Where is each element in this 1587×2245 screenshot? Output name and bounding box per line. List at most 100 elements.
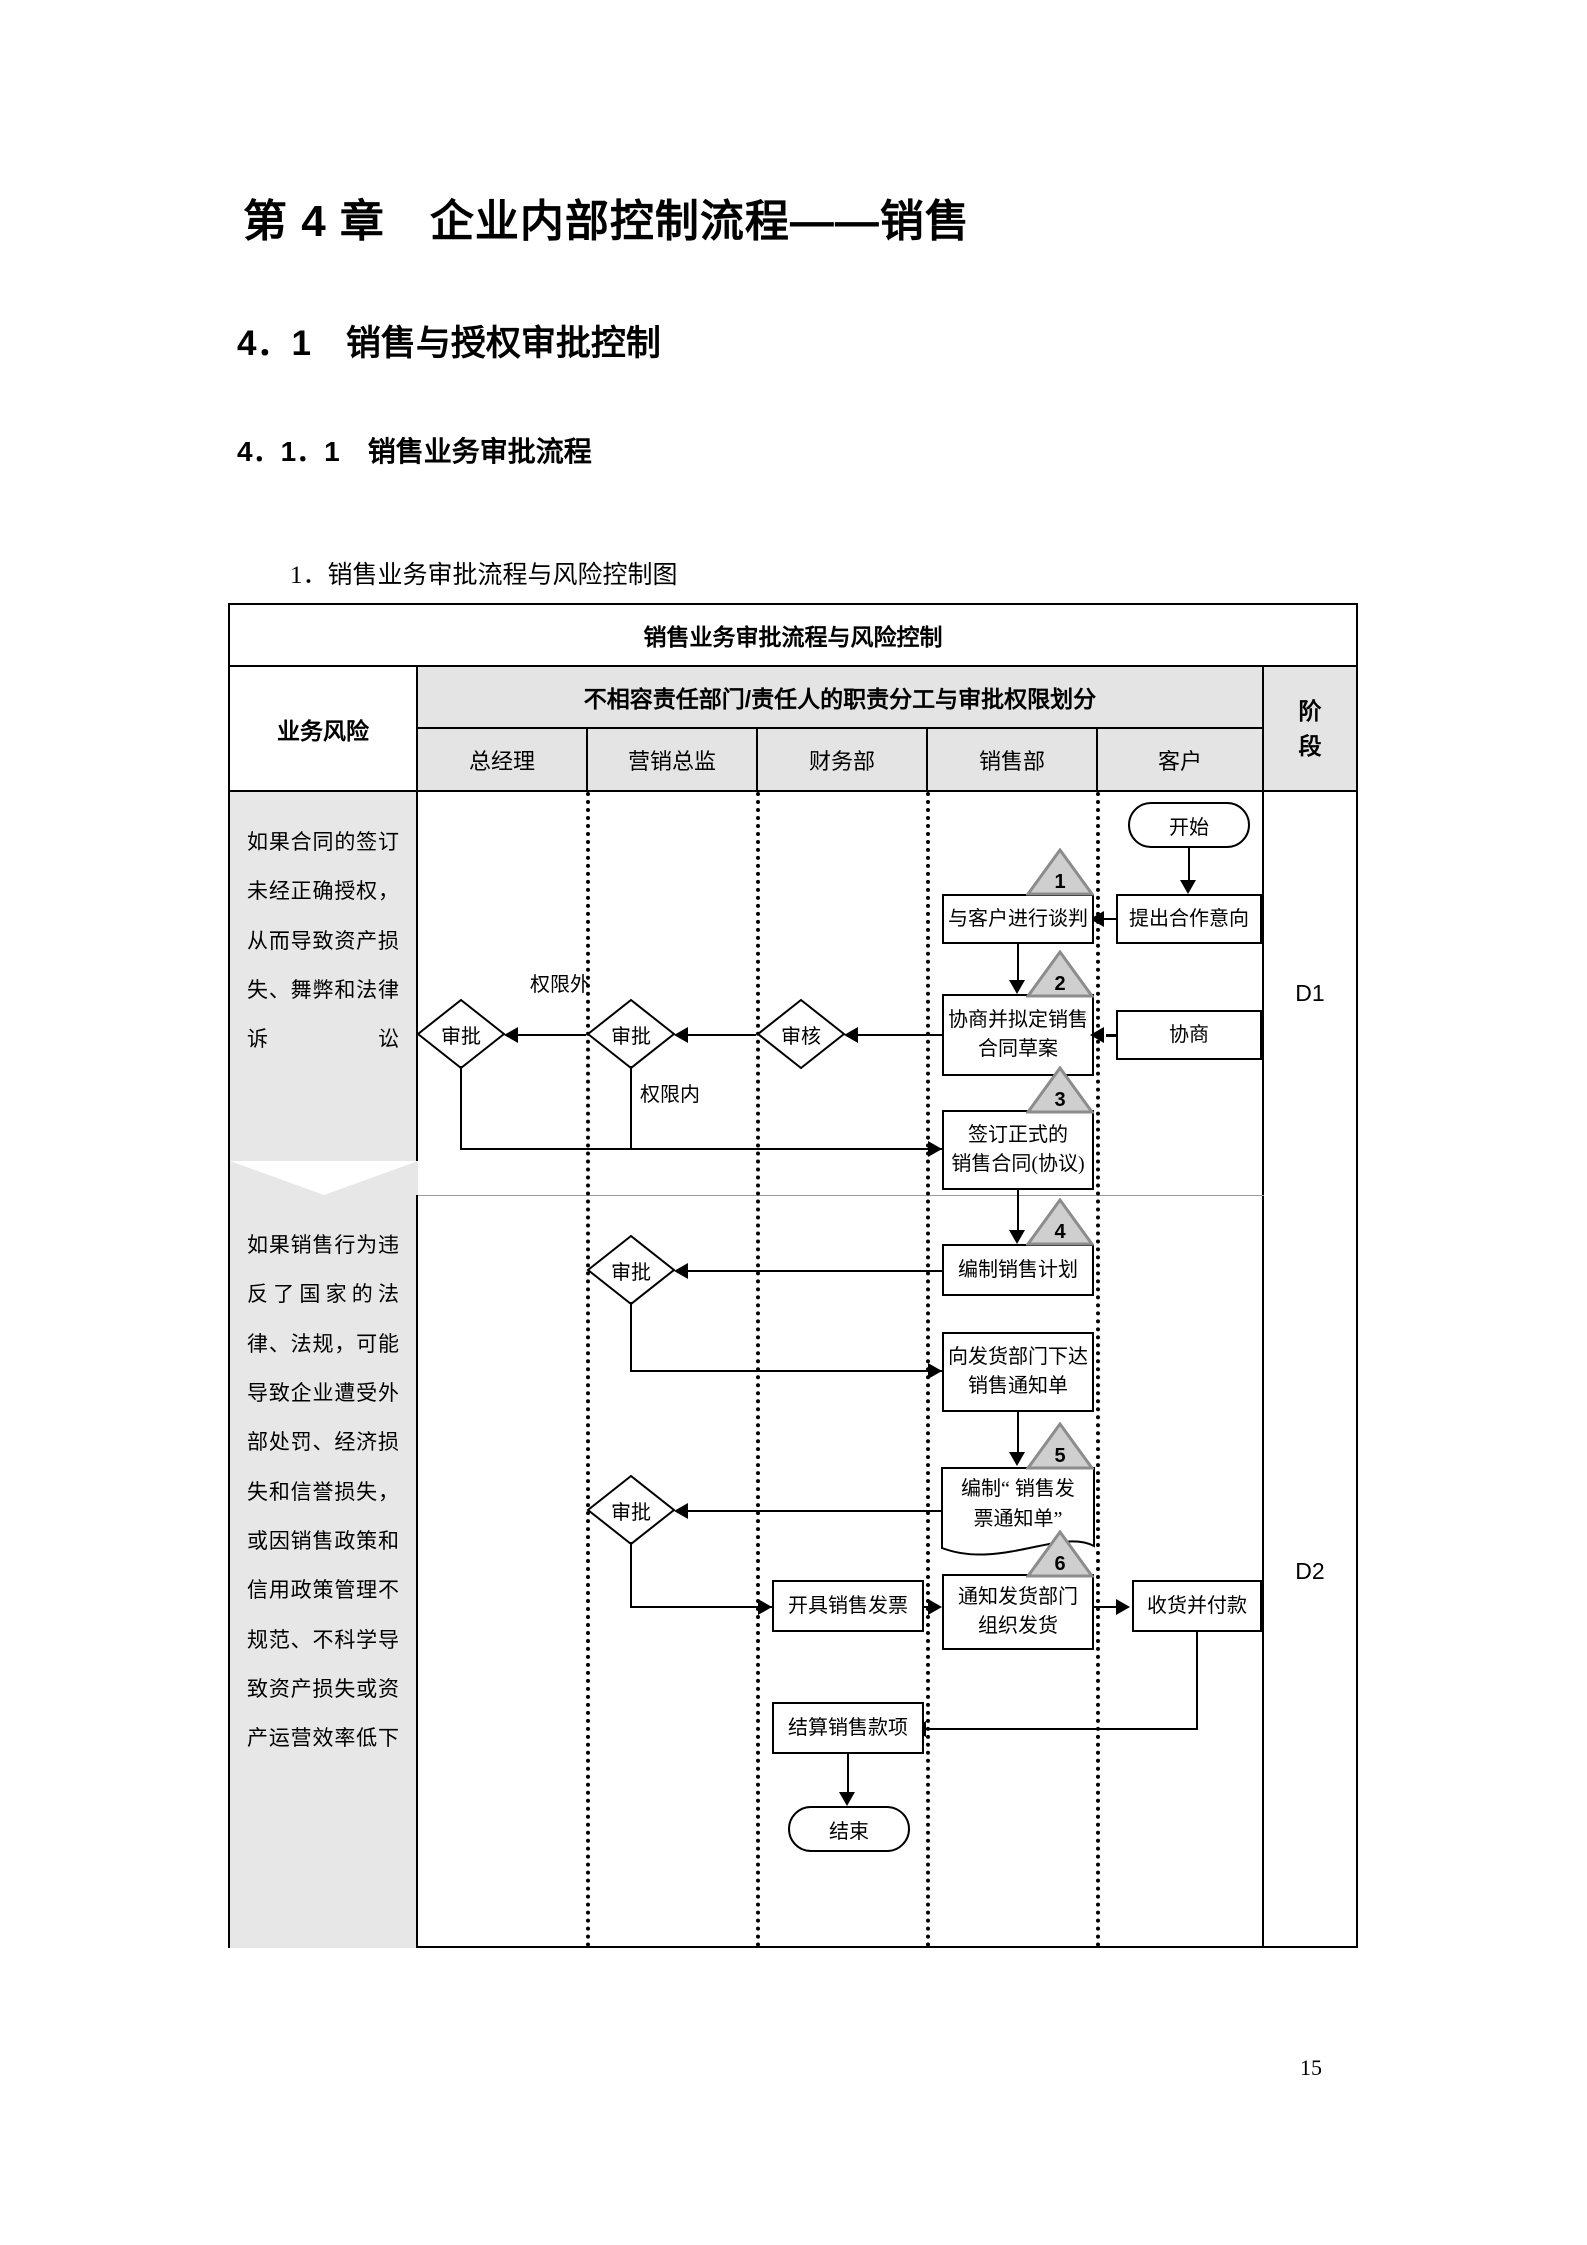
lane-divider-1 <box>586 792 590 1948</box>
stage-row-divider <box>418 1195 1264 1196</box>
arrow-draft-to-finance-review <box>844 1027 858 1043</box>
node-shipping-notice-line1: 向发货部门下达 <box>948 1346 1088 1368</box>
node-notify-ship-line1: 通知发货部门 <box>958 1586 1078 1608</box>
arrow-sign-to-plan <box>1009 1230 1025 1244</box>
risk-marker-5: 5 <box>1025 1421 1095 1470</box>
chapter-heading: 第 4 章 企业内部控制流程——销售 <box>243 197 970 246</box>
node-marketing-approve: 审批 <box>586 998 676 1070</box>
node-consult: 协商 <box>1116 1010 1262 1060</box>
node-finance-review: 审核 <box>756 998 846 1070</box>
edge-draft-to-finance-review <box>858 1034 942 1036</box>
node-draft-sales-contract: 协商并拟定销售 合同草案 <box>942 994 1094 1076</box>
lane-divider-4 <box>1096 792 1100 1948</box>
arrow-approve-invoice-to-issue <box>758 1599 772 1615</box>
node-shipping-notice-line2: 销售通知单 <box>968 1375 1068 1397</box>
edge-approve-plan-down <box>630 1302 632 1372</box>
risk-marker-6-number: 6 <box>1054 1553 1066 1575</box>
node-approve-sales-plan: 审批 <box>586 1234 676 1306</box>
column-header-sales-dept: 销售部 <box>928 729 1098 792</box>
node-negotiate-with-customer: 与客户进行谈判 <box>942 894 1094 944</box>
edge-invoice-notice-to-approve <box>688 1510 942 1512</box>
node-draft-line2: 合同草案 <box>978 1038 1058 1060</box>
edge-receive-to-settle <box>926 1728 1198 1730</box>
edge-approve-invoice-to-issue <box>630 1606 772 1608</box>
node-notify-ship-line2: 组织发货 <box>978 1615 1058 1637</box>
edge-consult-to-draft <box>1106 1034 1116 1037</box>
triangle-icon <box>1025 1421 1095 1470</box>
risk-text-d2: 如果销售行为违反了国家的法律、法规，可能导致企业遭受外部处罚、经济损失和信誉损失… <box>230 1195 418 1948</box>
risk-marker-3-number: 3 <box>1054 1089 1066 1111</box>
arrow-marketing-to-gm <box>504 1027 518 1043</box>
risk-text-d1: 如果合同的签订未经正确授权，从而导致资产损失、舞弊和法律诉讼 <box>230 792 418 1195</box>
column-header-finance-dept: 财务部 <box>758 729 928 792</box>
edge-marketing-to-gm <box>518 1034 586 1036</box>
edge-receive-down <box>1196 1632 1198 1730</box>
stage-label-d1: D1 <box>1295 980 1325 1006</box>
node-prepare-sales-plan: 编制销售计划 <box>942 1244 1094 1296</box>
arrow-notify-to-receive <box>1116 1599 1130 1615</box>
triangle-icon <box>1025 1529 1095 1578</box>
stage-column-divider <box>1262 792 1264 1948</box>
node-issue-shipping-notice: 向发货部门下达 销售通知单 <box>942 1332 1094 1412</box>
node-finance-review-label: 审核 <box>781 1025 821 1048</box>
edge-notice-to-invoice-notice <box>1017 1412 1019 1454</box>
stage-label-d2: D2 <box>1295 1558 1325 1584</box>
figure-item-heading: 1．销售业务审批流程与风险控制图 <box>290 562 678 589</box>
edge-negotiate-to-draft <box>1017 944 1019 982</box>
arrow-start-to-intent <box>1180 880 1196 894</box>
risk-marker-5-number: 5 <box>1054 1445 1066 1467</box>
arrow-finance-to-marketing <box>674 1027 688 1043</box>
node-gm-approve: 审批 <box>416 998 506 1070</box>
node-invoice-notice-line1: 编制“ 销售发 <box>961 1478 1075 1500</box>
node-receive-and-pay: 收货并付款 <box>1132 1580 1262 1632</box>
node-approve-sales-plan-label: 审批 <box>611 1261 651 1284</box>
stage-header-char-2: 段 <box>1298 732 1322 759</box>
triangle-icon <box>1025 847 1095 896</box>
edge-sign-to-plan <box>1017 1190 1019 1232</box>
edge-label-out-of-authority: 权限外 <box>530 974 590 996</box>
edge-settle-to-end <box>847 1754 849 1796</box>
risk-marker-1: 1 <box>1025 847 1095 896</box>
edge-approve-plan-to-notice <box>630 1370 942 1372</box>
arrow-to-sign-contract <box>928 1141 942 1157</box>
diamond-icon <box>756 998 846 1070</box>
arrow-invoice-notice-to-approve <box>674 1503 688 1519</box>
arrow-notice-to-invoice-notice <box>1009 1452 1025 1466</box>
document-shape-icon <box>941 1467 1095 1556</box>
arrow-plan-to-approve <box>674 1263 688 1279</box>
risk-marker-2-number: 2 <box>1054 973 1066 995</box>
risk-marker-4-number: 4 <box>1054 1221 1066 1243</box>
table-header-business-risk: 业务风险 <box>230 667 418 792</box>
node-sign-line1: 签订正式的 <box>968 1124 1068 1146</box>
arrow-settle-to-end <box>839 1792 855 1806</box>
page-number: 15 <box>1300 2055 1322 2080</box>
subsection-heading: 4．1．1 销售业务审批流程 <box>237 436 592 467</box>
edge-gm-down <box>460 1066 462 1150</box>
node-gm-approve-label: 审批 <box>441 1025 481 1048</box>
stage-header-char-1: 阶 <box>1298 698 1322 724</box>
edge-label-within-authority: 权限内 <box>640 1084 700 1106</box>
edge-approve-invoice-down <box>630 1542 632 1608</box>
node-sign-formal-contract: 签订正式的 销售合同(协议) <box>942 1110 1094 1190</box>
edge-gm-to-sign <box>460 1148 942 1150</box>
arrow-approve-plan-to-notice <box>928 1363 942 1379</box>
node-start: 开始 <box>1128 802 1250 848</box>
risk-marker-1-number: 1 <box>1054 871 1066 893</box>
table-caption: 销售业务审批流程与风险控制 <box>230 605 1356 667</box>
risk-control-table: 销售业务审批流程与风险控制 业务风险 不相容责任部门/责任人的职责分工与审批权限… <box>228 603 1358 1948</box>
edge-start-to-intent <box>1188 848 1190 882</box>
risk-marker-6: 6 <box>1025 1529 1095 1578</box>
column-header-general-manager: 总经理 <box>418 729 588 792</box>
flowchart-canvas: 开始 提出合作意向 与客户进行谈判 1 协商并拟定销售 合同草案 <box>416 792 1264 1948</box>
edge-intent-to-negotiate <box>1104 918 1116 920</box>
node-issue-sales-invoice: 开具销售发票 <box>772 1580 924 1632</box>
arrow-issue-to-notify-ship <box>928 1599 942 1615</box>
section-heading: 4．1 销售与授权审批控制 <box>237 324 661 363</box>
risk-marker-3: 3 <box>1025 1065 1095 1114</box>
table-header-responsibility-span: 不相容责任部门/责任人的职责分工与审批权限划分 <box>418 667 1264 729</box>
node-settle-sales-payment: 结算销售款项 <box>772 1702 924 1754</box>
column-header-customer: 客户 <box>1098 729 1264 792</box>
node-approve-invoice-label: 审批 <box>611 1501 651 1524</box>
node-prepare-invoice-notice: 编制“ 销售发 票通知单” <box>940 1466 1096 1562</box>
